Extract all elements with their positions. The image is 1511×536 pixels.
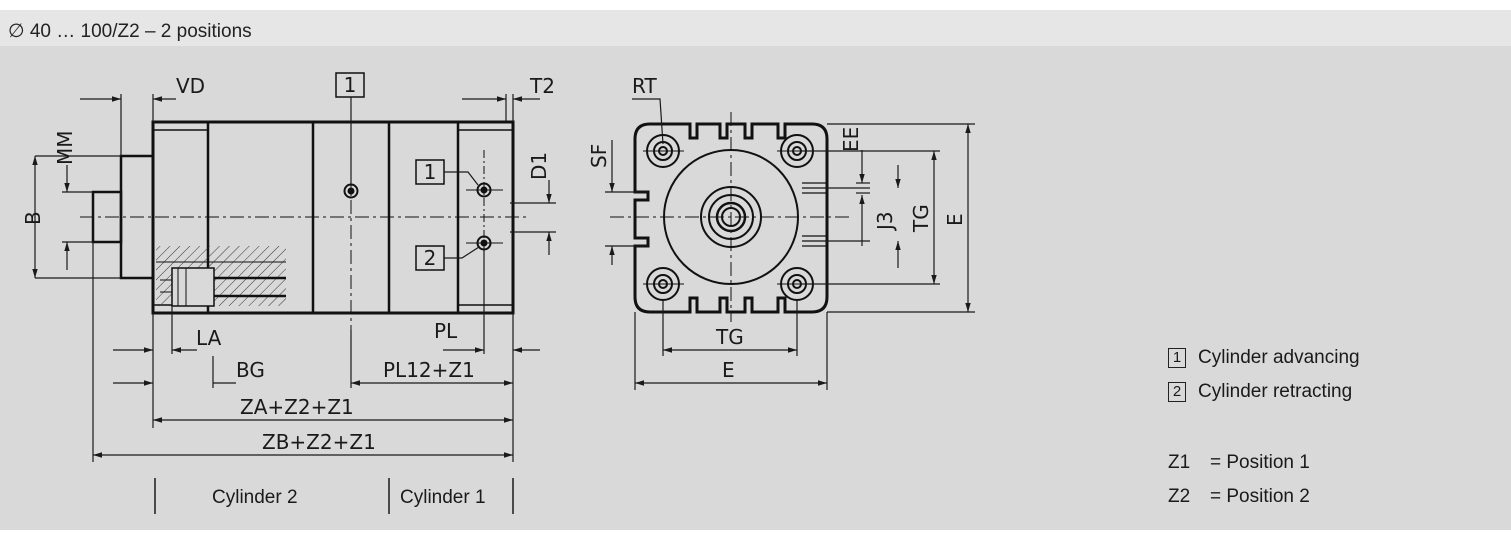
side-view <box>80 100 526 330</box>
dim-sf: SF <box>587 144 611 168</box>
legend-text: Cylinder retracting <box>1198 381 1353 402</box>
note-text: = Position 1 <box>1210 452 1310 473</box>
dim-bg: BG <box>236 358 265 382</box>
dim-tg: TG <box>715 325 744 349</box>
dim-e-vertical: E <box>943 213 967 226</box>
end-body <box>633 122 829 314</box>
note-key: Z2 <box>1168 486 1191 507</box>
header-title: ∅ 40 … 100/Z2 – 2 positions <box>8 21 252 42</box>
dim-b: B <box>21 211 45 225</box>
dim-mm: MM <box>53 130 77 165</box>
caption-cylinder-1: Cylinder 1 <box>400 487 486 508</box>
legend-item-advancing: 1 Cylinder advancing <box>1168 347 1360 369</box>
dim-ee: EE <box>839 127 863 152</box>
dim-e: E <box>722 358 735 382</box>
callout-1-top: 1 <box>344 73 357 97</box>
dim-rt: RT <box>632 74 657 98</box>
dim-za: ZA+Z2+Z1 <box>240 395 354 419</box>
legend-text: Cylinder advancing <box>1198 347 1360 368</box>
legend-number-box: 1 <box>1168 347 1186 368</box>
end-view <box>610 112 850 322</box>
dim-t2: T2 <box>529 74 555 98</box>
legend-number-box: 2 <box>1168 381 1186 402</box>
legend-item-retracting: 2 Cylinder retracting <box>1168 381 1352 403</box>
dim-zb: ZB+Z2+Z1 <box>262 430 376 454</box>
legend-note-z2: Z2 = Position 2 <box>1168 486 1310 508</box>
dim-pl12: PL12+Z1 <box>383 358 475 382</box>
header-bar: ∅ 40 … 100/Z2 – 2 positions <box>0 10 1511 46</box>
dim-tg-vertical: TG <box>909 204 933 233</box>
dim-pl: PL <box>434 319 458 343</box>
callout-box-1-top <box>335 72 365 98</box>
end-dimensions <box>605 98 975 390</box>
dim-la: LA <box>196 326 222 350</box>
dim-vd: VD <box>176 74 205 98</box>
dim-d1: D1 <box>527 152 551 180</box>
callout-2: 2 <box>424 246 437 270</box>
side-dimensions <box>32 72 556 514</box>
caption-cylinder-2: Cylinder 2 <box>212 487 298 508</box>
note-text: = Position 2 <box>1210 486 1310 507</box>
legend-note-z1: Z1 = Position 1 <box>1168 452 1310 474</box>
callout-1: 1 <box>424 160 437 184</box>
note-key: Z1 <box>1168 452 1191 473</box>
dim-j3: J3 <box>873 211 897 232</box>
